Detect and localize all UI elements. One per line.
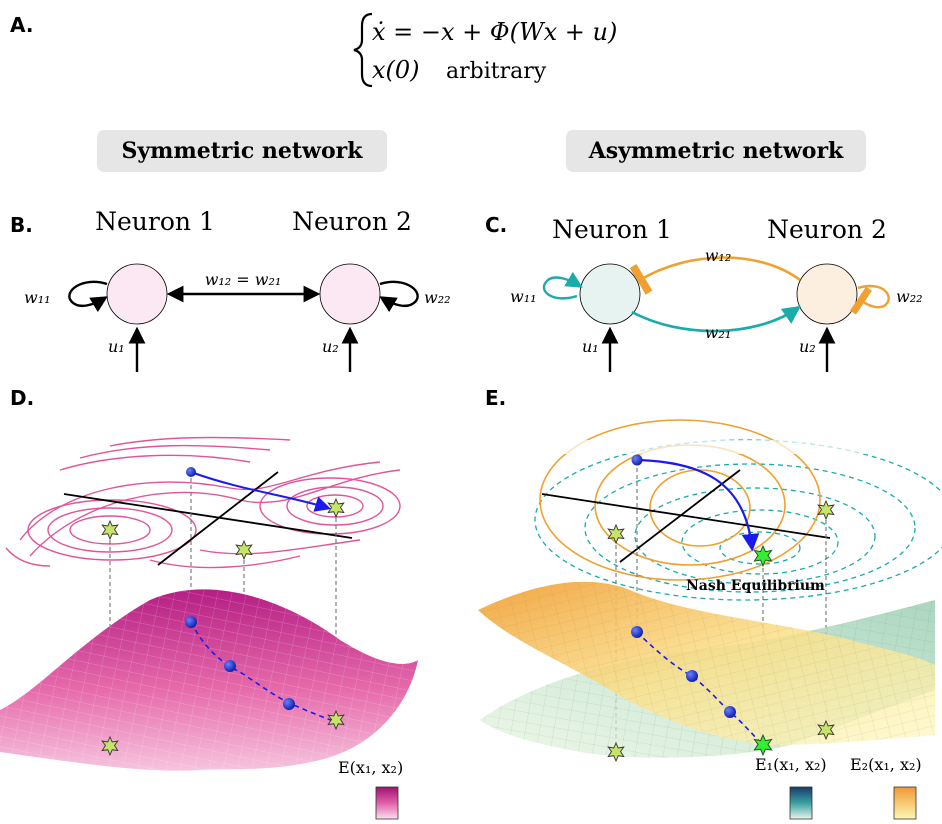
sym-energy-mesh bbox=[0, 589, 418, 771]
asym-energy2-colorbar bbox=[893, 786, 917, 820]
asym-neuron1-title: Neuron 1 bbox=[552, 215, 672, 244]
asym-trajectory-projection bbox=[636, 458, 760, 552]
panel-label-e: E. bbox=[485, 386, 506, 410]
equation-brace bbox=[353, 12, 373, 88]
asym-axis-x1 bbox=[541, 493, 831, 539]
asym-w11-label: w₁₁ bbox=[510, 287, 537, 306]
symmetric-header-badge bbox=[97, 130, 387, 172]
sym-trajectory-projection bbox=[190, 471, 332, 512]
asym-axis-x2 bbox=[619, 469, 741, 563]
sym-axis-x1 bbox=[63, 493, 353, 539]
asym-trajectory-ball-3 bbox=[724, 706, 736, 718]
asym-trajectory-ball-2 bbox=[686, 670, 698, 682]
asym-energy1-colorbar bbox=[789, 786, 813, 820]
asym-trajectory-surface bbox=[636, 631, 763, 745]
panel-label-d: D. bbox=[10, 386, 34, 410]
equation-line-1: ẋ = −x + Φ(Wx + u) bbox=[372, 18, 617, 46]
sym-trajectory-ball-2 bbox=[224, 660, 236, 672]
asym-start-point bbox=[631, 454, 643, 466]
asym-contour-fade bbox=[470, 440, 940, 454]
panel-label-c: C. bbox=[485, 213, 507, 237]
asym-w12-label: w₁₂ bbox=[705, 246, 732, 265]
sym-trajectory-surface bbox=[190, 621, 337, 723]
sym-trajectory-ball-3 bbox=[283, 698, 295, 710]
asym-contour-teal bbox=[534, 439, 942, 601]
sym-w11-label: w₁₁ bbox=[24, 288, 51, 307]
sym-trajectory-ball-1 bbox=[185, 616, 197, 628]
sym-axis-x2 bbox=[157, 471, 279, 566]
sym-self-loop-2 bbox=[379, 280, 419, 313]
asym-energy1-label: E₁(x₁, x₂) bbox=[755, 755, 827, 774]
asym-neuron2-title: Neuron 2 bbox=[767, 215, 887, 244]
nash-equilibrium-label: Nash Equilibrium bbox=[686, 578, 825, 594]
sym-neuron1-title: Neuron 1 bbox=[95, 207, 215, 236]
sym-energy-colorbar bbox=[375, 786, 399, 820]
panel-label-b: B. bbox=[10, 213, 33, 237]
sym-neuron2-title: Neuron 2 bbox=[292, 207, 412, 236]
sym-neuron2 bbox=[319, 263, 381, 325]
sym-u2-label: u₂ bbox=[322, 337, 339, 356]
sym-self-loop-1 bbox=[68, 280, 108, 313]
equation-line-2-text: arbitrary bbox=[446, 59, 547, 84]
sym-u1-label: u₁ bbox=[108, 337, 125, 356]
sym-start-point bbox=[186, 467, 196, 477]
asym-trajectory-ball-1 bbox=[631, 626, 643, 638]
asym-w21-label: w₂₁ bbox=[705, 323, 732, 342]
asym-neuron1 bbox=[579, 263, 641, 325]
asym-w12-edge bbox=[629, 256, 801, 295]
asym-nash-star bbox=[753, 545, 773, 567]
sym-energy-label: E(x₁, x₂) bbox=[338, 758, 403, 777]
asym-energy2-label: E₂(x₁, x₂) bbox=[850, 755, 922, 774]
asym-u1-label: u₁ bbox=[582, 337, 599, 356]
sym-contour-map bbox=[5, 436, 401, 569]
panel-label-a: A. bbox=[10, 13, 33, 37]
asym-u2-label: u₂ bbox=[799, 337, 816, 356]
sym-minimum-star-3 bbox=[327, 498, 345, 518]
asymmetric-header: Asymmetric network bbox=[588, 138, 844, 164]
asym-self-loop-1 bbox=[542, 271, 583, 300]
asym-star-1 bbox=[607, 524, 625, 544]
equation-line-2-math: x(0) bbox=[372, 56, 420, 84]
equation-system: ẋ = −x + Φ(Wx + u) x(0) arbitrary bbox=[353, 12, 617, 88]
asym-energy1-mesh bbox=[478, 581, 935, 745]
asym-w21-edge bbox=[631, 305, 801, 333]
asym-neuron2 bbox=[796, 263, 858, 325]
sym-minimum-star-2 bbox=[235, 540, 253, 560]
sym-minimum-star-1 bbox=[101, 520, 119, 540]
sym-coupling-label: w₁₂ = w₂₁ bbox=[205, 270, 282, 289]
symmetric-header: Symmetric network bbox=[122, 138, 364, 164]
sym-w22-label: w₂₂ bbox=[424, 288, 451, 307]
sym-neuron1 bbox=[106, 263, 168, 325]
asym-w22-label: w₂₂ bbox=[896, 287, 923, 306]
asymmetric-header-badge bbox=[566, 130, 866, 172]
asym-self-loop-2 bbox=[850, 284, 890, 315]
